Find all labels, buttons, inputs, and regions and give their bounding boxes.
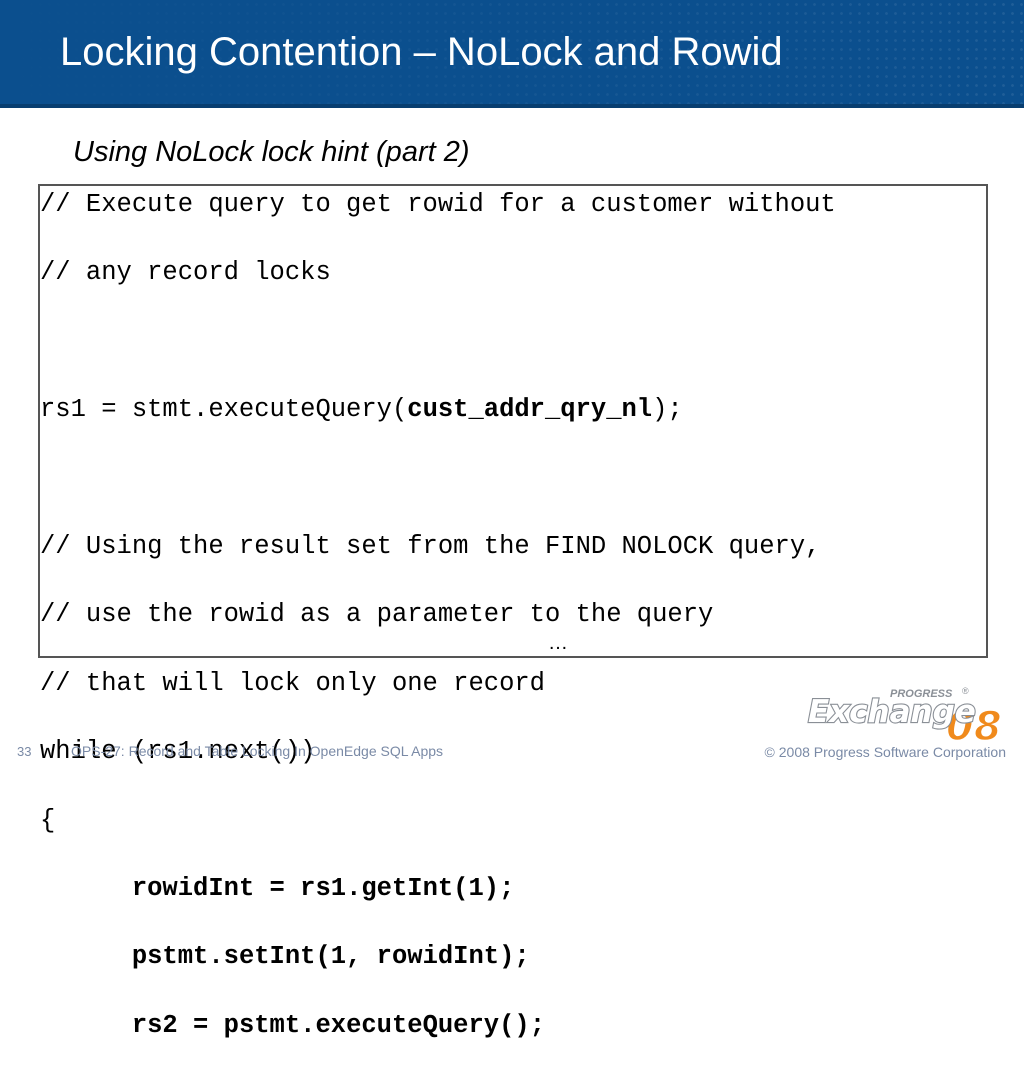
code-line: // Execute query to get rowid for a cust… bbox=[40, 190, 836, 219]
code-line: // Using the result set from the FIND NO… bbox=[40, 531, 821, 561]
code-ellipsis: … bbox=[548, 632, 568, 654]
logo-year-text: 08 bbox=[946, 704, 1002, 746]
title-banner-rule bbox=[0, 104, 1024, 108]
title-banner bbox=[0, 0, 1024, 108]
code-bold-line: pstmt.setInt(1, rowidInt); bbox=[131, 942, 530, 972]
code-line: // use the rowid as a parameter to the q… bbox=[40, 600, 714, 630]
code-block: // Execute query to get rowid for a cust… bbox=[40, 188, 836, 1077]
code-bold-line: rs2 = pstmt.executeQuery(); bbox=[131, 1010, 545, 1040]
code-line: rowidInt = rs1.getInt(1); bbox=[40, 872, 836, 906]
code-bold-line: rowidInt = rs1.getInt(1); bbox=[131, 873, 515, 903]
code-line: { bbox=[40, 805, 56, 835]
code-line: pstmt.setInt(1, rowidInt); bbox=[40, 940, 836, 974]
footer-session-title: OPS-27: Record and Table Locking In Open… bbox=[71, 743, 444, 759]
footer-copyright: © 2008 Progress Software Corporation bbox=[764, 744, 1006, 760]
logo-registered-mark: ® bbox=[962, 686, 969, 696]
code-line: // that will lock only one record bbox=[40, 668, 545, 698]
code-box: // Execute query to get rowid for a cust… bbox=[38, 184, 988, 1040]
logo-exchange-text: Exchange bbox=[808, 694, 976, 730]
code-line bbox=[40, 462, 836, 496]
code-line: while (rs1.next()) bbox=[40, 737, 316, 767]
slide-title: Locking Contention – NoLock and Rowid bbox=[60, 30, 783, 74]
code-line: rs2 = pstmt.executeQuery(); bbox=[40, 1009, 836, 1043]
slide-subtitle: Using NoLock lock hint (part 2) bbox=[73, 136, 470, 168]
code-line: rs1 = stmt.executeQuery(cust_addr_qry_nl… bbox=[40, 395, 683, 425]
code-line bbox=[40, 325, 836, 359]
exchange-08-logo: PROGRESS ® 08 Exchange bbox=[807, 686, 1003, 746]
code-line: // any record locks bbox=[40, 258, 331, 288]
code-bold-token: cust_addr_qry_nl bbox=[407, 395, 653, 425]
logo-brand-text: PROGRESS bbox=[890, 688, 953, 700]
slide-number: 33 bbox=[17, 744, 32, 759]
